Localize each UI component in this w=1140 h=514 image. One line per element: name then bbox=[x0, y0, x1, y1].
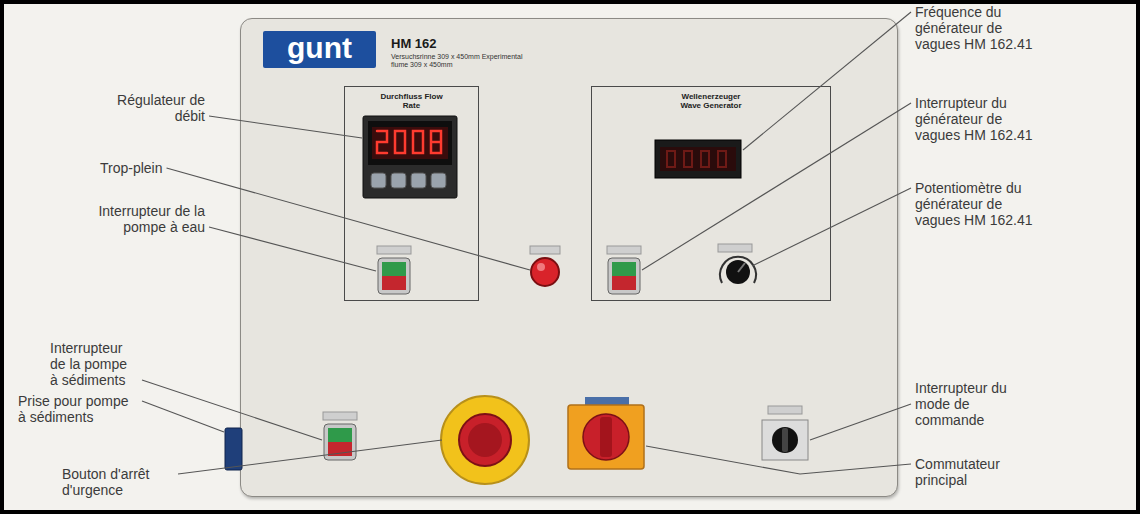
pushbutton-switch bbox=[607, 246, 641, 294]
logo-text: gunt bbox=[263, 31, 376, 68]
frequency-display bbox=[655, 140, 741, 178]
potentiometer-knob bbox=[718, 244, 756, 284]
section-heading: Durchfluss Flow Rate bbox=[380, 92, 444, 110]
leader-line bbox=[810, 404, 911, 440]
socket bbox=[225, 428, 242, 470]
callout-label: Bouton d'arrêt d'urgence bbox=[62, 466, 174, 498]
leader-line bbox=[743, 12, 911, 150]
leader-line bbox=[209, 116, 362, 138]
pushbutton-switch bbox=[377, 246, 411, 294]
leader-line bbox=[646, 446, 911, 474]
callout-label: Trop-plein bbox=[100, 160, 163, 176]
callout-label: Interrupteur de la pompe à sédiments bbox=[50, 340, 138, 388]
callout-label: Commutateur principal bbox=[915, 456, 1019, 488]
leader-line bbox=[209, 227, 376, 271]
callout-label: Prise pour pompe à sédiments bbox=[18, 393, 138, 425]
model-subtitle: Versuchsrinne 309 x 450mm Experimental f… bbox=[391, 53, 526, 69]
callout-label: Interrupteur du mode de commande bbox=[915, 380, 1027, 428]
callout-label: Interrupteur de la pompe à eau bbox=[55, 203, 205, 235]
model-name: HM 162 bbox=[391, 37, 437, 52]
leader-line bbox=[178, 440, 442, 474]
overflow-lamp bbox=[530, 246, 560, 286]
emergency-stop bbox=[441, 396, 529, 484]
section-heading: Wellenerzeuger Wave Generator bbox=[673, 92, 749, 110]
callout-label: Régulateur de débit bbox=[95, 92, 205, 124]
callout-label: Potentiomètre du générateur de vagues HM… bbox=[915, 180, 1043, 228]
callout-label: Fréquence du générateur de vagues HM 162… bbox=[915, 4, 1043, 52]
flow-controller bbox=[363, 116, 457, 198]
leader-line bbox=[142, 380, 322, 440]
leader-line bbox=[752, 188, 911, 266]
brand-logo: gunt bbox=[263, 31, 376, 68]
leader-line bbox=[142, 401, 224, 432]
mode-switch bbox=[762, 406, 808, 460]
callout-label: Interrupteur du générateur de vagues HM … bbox=[915, 95, 1043, 143]
main-switch bbox=[568, 397, 644, 469]
leader-line bbox=[167, 168, 530, 270]
leader-line bbox=[642, 103, 911, 270]
